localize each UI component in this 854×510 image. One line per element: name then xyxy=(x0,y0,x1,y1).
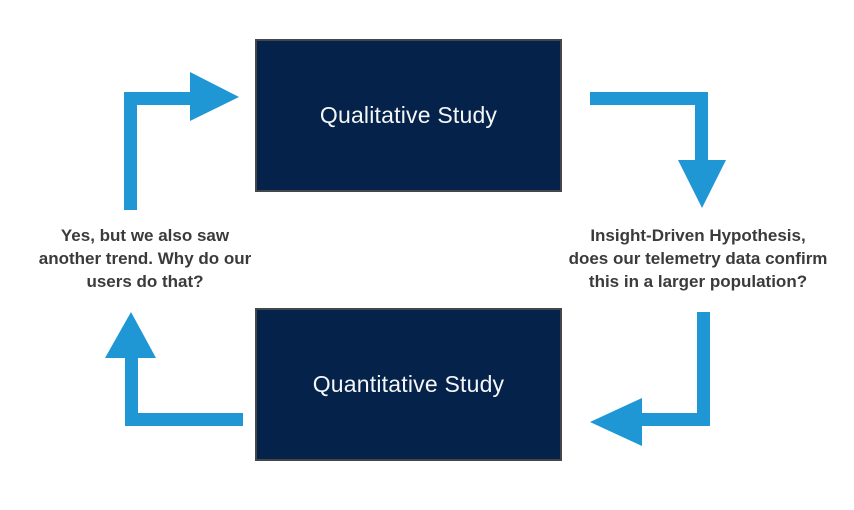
right-annotation-line-2: does our telemetry data confirm xyxy=(568,249,828,268)
right-annotation-line-3: this in a larger population? xyxy=(588,272,808,291)
qualitative-study-label: Qualitative Study xyxy=(319,102,498,128)
arrow-down-left-icon xyxy=(590,312,710,446)
right-annotation-line-1: Insight-Driven Hypothesis, xyxy=(590,226,806,245)
quantitative-study-label: Quantitative Study xyxy=(312,371,505,397)
qualitative-study-box: Qualitative Study xyxy=(255,39,562,192)
left-annotation-line-1: Yes, but we also saw xyxy=(60,226,230,245)
left-annotation-line-2: another trend. Why do our xyxy=(38,249,252,268)
arrow-left-up-icon xyxy=(105,312,243,426)
quantitative-study-box: Quantitative Study xyxy=(255,308,562,461)
right-annotation: Insight-Driven Hypothesis, does our tele… xyxy=(550,224,846,293)
left-annotation: Yes, but we also saw another trend. Why … xyxy=(28,224,262,293)
arrow-up-right-icon xyxy=(124,72,239,210)
arrow-right-down-icon xyxy=(590,92,726,208)
left-annotation-line-3: users do that? xyxy=(86,272,204,291)
